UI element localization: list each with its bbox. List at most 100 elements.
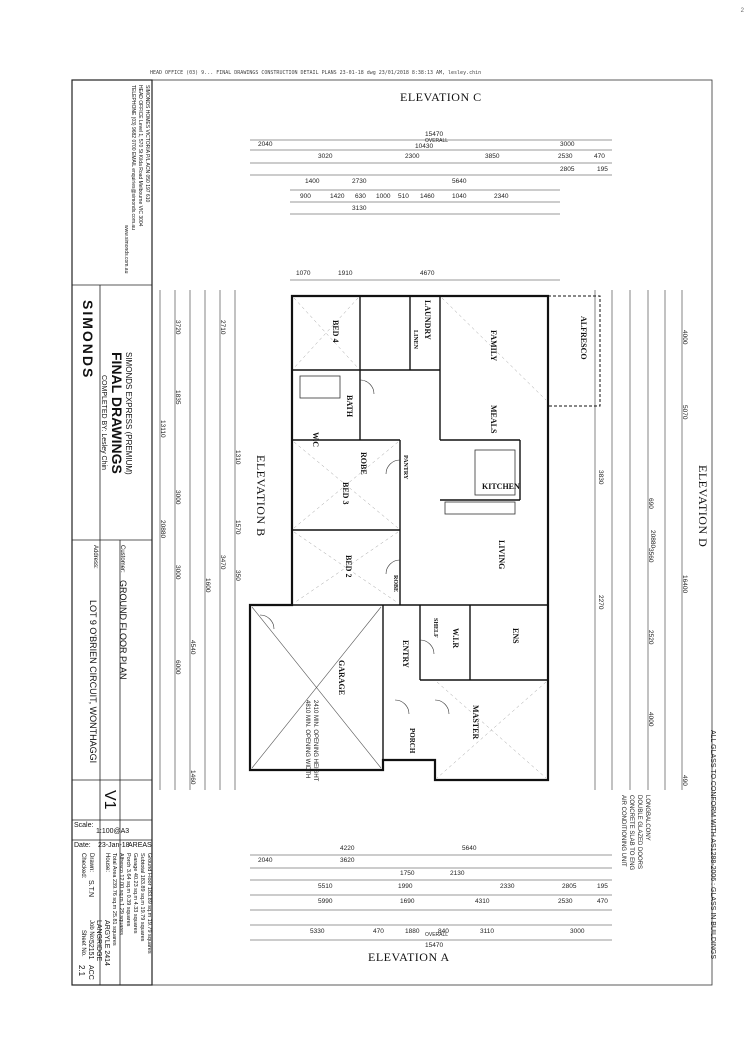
room-family: FAMILY <box>489 330 498 362</box>
tb-scale: 1:100@A3 <box>96 828 130 835</box>
dim-bottom-6: 2130 <box>450 870 465 877</box>
dim-top-5: 2300 <box>405 153 420 160</box>
room-kitchen: KITCHEN <box>482 482 520 491</box>
dim-bottom-3: 3620 <box>340 857 355 864</box>
tb-area-row-4: Porch 3.64 sq.m 0.39 squares <box>125 853 131 927</box>
dim-bottom-9: 2330 <box>500 883 515 890</box>
dim-bottom-21: 3110 <box>480 928 494 935</box>
tb-jobno: 52151 <box>87 940 94 960</box>
dim-top-19: 1460 <box>420 193 435 200</box>
dim-top-4: 3020 <box>318 153 333 160</box>
dim-top-7: 2530 <box>558 153 573 160</box>
door-swings <box>259 379 450 715</box>
garage-diagonals <box>251 606 382 769</box>
dim-top-13: 5640 <box>452 178 467 185</box>
tb-scale-label: Scale: <box>74 822 94 829</box>
tb-checked-label: Checked: <box>80 853 86 879</box>
dim-left-overall: 20880 <box>159 520 166 539</box>
dim-top-22: 3130 <box>352 205 367 212</box>
dim-bottom-7: 5510 <box>318 883 333 890</box>
dim-top-11: 1400 <box>305 178 320 185</box>
dim-top-17: 1000 <box>376 193 391 200</box>
tb-house-label: House: <box>104 853 110 873</box>
dim-left-14: 1600 <box>204 578 211 593</box>
right-note-1: LONGBALCONY <box>644 795 650 841</box>
dim-top-9: 2805 <box>560 166 575 173</box>
dim-top-23: 1070 <box>296 270 311 277</box>
kitchen-island <box>444 501 516 515</box>
dim-bottom-13: 1690 <box>400 898 415 905</box>
dim-right-2: 5070 <box>681 405 688 420</box>
external-walls <box>248 294 550 782</box>
dim-bottom-4: 5640 <box>462 845 477 852</box>
room-diagonals <box>293 297 547 779</box>
dim-bottom-11: 195 <box>597 883 608 890</box>
dim-bottom-overall: 15470 <box>425 942 444 949</box>
dim-bottom-22: 3000 <box>570 928 585 935</box>
tb-area-row-5: Alfresco 12.00 sq.m 1.29 squares <box>118 853 124 935</box>
dim-top-overall-label: OVERALL <box>425 138 449 144</box>
room-shelf: SHELF <box>432 618 438 638</box>
dim-bottom-10: 2805 <box>562 883 577 890</box>
garage-note-height: 2410 MIN. OPENING HEIGHT <box>312 700 318 782</box>
room-laundry: LAUNDRY <box>423 300 432 340</box>
title-block-lines <box>72 284 152 985</box>
tb-facade: LANGRIDGE <box>95 920 102 962</box>
right-note-4: AIR CONDITIONING UNIT <box>620 795 626 867</box>
dim-left-12: 3470 <box>219 555 226 570</box>
corner-mark: 2 <box>740 8 744 14</box>
plot-header: HEAD OFFICE (03) 9... FINAL DRAWINGS CON… <box>150 70 482 76</box>
room-bed3: BED 3 <box>341 482 350 505</box>
dim-top-12: 2730 <box>352 178 367 185</box>
tb-drawn-label: Drawn: <box>88 853 94 873</box>
tb-address: LOT 9 O'BRIEN CIRCUIT, WONTHAGGI <box>88 600 98 764</box>
dim-left-5: 3000 <box>174 565 181 580</box>
dim-right-3: 3830 <box>597 470 604 485</box>
room-garage: GARAGE <box>337 660 346 696</box>
dim-left-13: 350 <box>234 570 241 581</box>
room-ens: ENS <box>511 628 520 644</box>
bath-tub <box>299 375 341 399</box>
dim-bottom-5: 1750 <box>400 870 415 877</box>
room-wc: W.C <box>311 432 320 448</box>
dim-top-15: 1420 <box>330 193 345 200</box>
tb-completed-by: COMPLETED BY: Lesley Chin <box>100 375 107 470</box>
dim-right-5: 16400 <box>681 575 688 594</box>
room-pantry: PANTRY <box>402 455 408 480</box>
dim-top-21: 2340 <box>494 193 509 200</box>
room-wir: W.I.R <box>451 628 460 649</box>
tb-area-row-3: Garage 40.23 sq.m 4.33 squares <box>132 853 138 934</box>
dim-left-8: 1460 <box>189 770 196 785</box>
alfresco-outline <box>547 295 601 407</box>
dim-bottom-8: 1990 <box>398 883 413 890</box>
dim-right-10: 690 <box>647 498 654 509</box>
company-address-3: TELEPHONE (03) 9682 0700 EMAIL enquiries… <box>130 85 136 230</box>
company-web: www.simonds.com.au <box>123 225 129 274</box>
dim-right-8: 4000 <box>647 712 654 727</box>
dim-left-10: 1310 <box>234 450 241 465</box>
tb-house: ARGYLE 2414 <box>103 920 110 966</box>
tb-address-label: Address: <box>92 545 98 569</box>
elevation-b-label: ELEVATION B <box>254 455 268 537</box>
tb-series: SIMONDS EXPRESS (PREMIUM) <box>124 352 133 475</box>
dim-left-2: 1835 <box>174 390 181 405</box>
right-note-2: DOUBLE GLAZED DOORS <box>636 795 642 870</box>
tb-stage: FINAL DRAWINGS <box>109 352 125 474</box>
tb-sheet-label: Sheet No. <box>80 930 86 957</box>
room-master: MASTER <box>471 705 480 740</box>
company-address-2: HEAD OFFICE Level 1, 570 St Kilda Road M… <box>137 85 143 227</box>
dim-top-3: 3000 <box>560 141 575 148</box>
right-note-3: CONCRETE SLAB TO ENG <box>628 795 634 871</box>
dim-bottom-20: 840 <box>438 928 449 935</box>
dim-left-11: 1570 <box>234 520 241 535</box>
room-alfresco: ALFRESCO <box>579 316 588 360</box>
dim-bottom-18: 470 <box>373 928 384 935</box>
glass-compliance-note: ALL GLASS TO CONFORM WITH AS1288-2006 : … <box>709 730 716 960</box>
room-linen: LINEN <box>412 330 418 350</box>
company-address-1: SIMONDS HOMES VICTORIA P/L ACN 050 197 6… <box>144 85 150 203</box>
room-robe-1: ROBE <box>359 452 368 475</box>
dim-bottom-2: 4220 <box>340 845 355 852</box>
dim-top-18: 510 <box>398 193 409 200</box>
dim-left-7: 6000 <box>174 660 181 675</box>
